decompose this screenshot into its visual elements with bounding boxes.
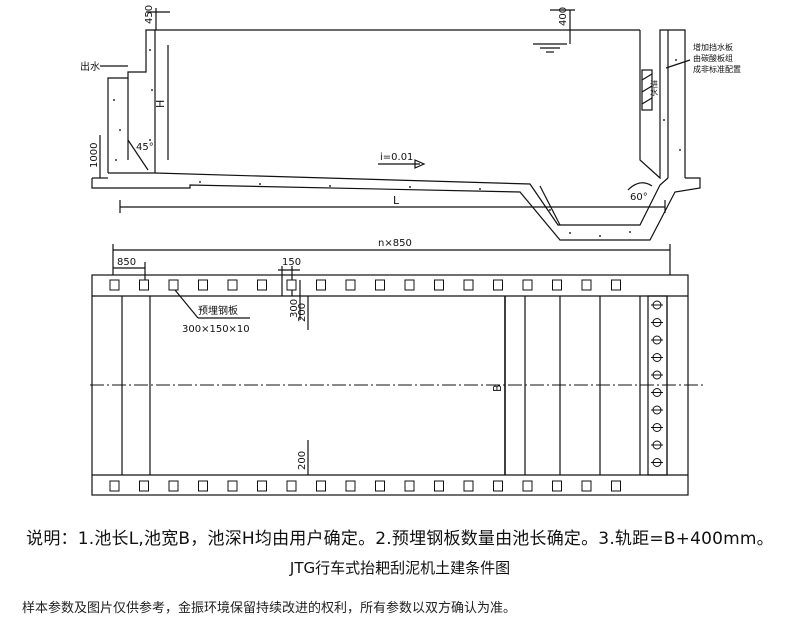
embedded-plate [522,279,533,291]
dim-400-label: 400 [558,7,569,26]
embedded-plate [168,279,179,291]
bottom-slab [91,177,701,241]
dim-B-label: B [491,384,504,392]
embedded-plate [522,480,533,492]
description-note: 说明：1.池长L,池宽B，池深H均由用户确定。2.预埋钢板数量由池长确定。3.轨… [26,529,774,549]
embedded-plate [286,279,297,291]
dim-1000-label: 1000 [89,143,100,168]
inlet-label: 进水 [650,80,659,96]
sludge-hopper [539,185,561,226]
baffle-hatch-2 [641,85,653,93]
embedded-plate [493,279,503,291]
chamfer-45 [127,139,149,171]
baffle-note-2: 由碳酸板组 [693,53,733,63]
embedded-plate [611,279,621,291]
embedded-plate [109,480,120,492]
embedded-plate [375,279,385,291]
inlet-baffle [641,69,653,111]
embedded-plate [168,480,179,492]
baffle-note-1: 增加挡水板 [693,42,733,52]
embedded-plate [139,480,149,492]
plate-size-label: 300×150×10 [182,324,250,335]
embedded-plate [198,279,208,291]
baffle-note-3: 成非标准配置 [693,64,741,74]
section-view [91,8,701,241]
embedded-plate [198,480,208,492]
left-wall [107,29,156,173]
plate-leader [174,289,199,319]
embedded-plate [463,480,474,492]
concrete-speckles [113,49,681,237]
embedded-plate [316,480,326,492]
embedded-plate [316,279,326,291]
embedded-plate [109,279,120,291]
slope-label: i=0.01 [380,152,413,163]
embedded-plate [493,480,503,492]
slope-arrowhead [414,159,426,169]
drawing-title: JTG行车式抬耙刮泥机土建条件图 [289,559,511,577]
dim-450-label: 450 [144,5,155,24]
baffle-hatch-3 [641,97,653,105]
dim-150-label: 150 [282,257,301,268]
embedded-plate [257,480,267,492]
embedded-plate [345,480,356,492]
embedded-plate [581,279,592,291]
note-leader [665,59,691,69]
embedded-plate [257,279,267,291]
embedded-plate [463,279,474,291]
footer-disclaimer: 样本参数及图片仅供参考，金振环境保留持续改进的权利，所有参数以双方确认为准。 [22,601,517,616]
embedded-plate [286,480,297,492]
inlet-channel [647,295,668,476]
embedded-plate [345,279,356,291]
dim-300-label: 300 [289,299,300,318]
plan-view [90,244,705,496]
dim-850-label: 850 [117,257,136,268]
angle-45-label: 45° [136,142,154,153]
inlet-holes [651,300,663,467]
right-wall [639,29,686,180]
baffle-hatch [641,73,653,81]
outlet-label: 出水 [80,60,100,73]
embedded-plate [404,480,415,492]
embedded-plate [404,279,415,291]
embedded-plate [139,279,149,291]
dim-nx850-label: n×850 [378,238,412,249]
dim-200-bottom-label: 200 [297,451,308,470]
dim-L-label: L [393,194,400,207]
angle-60-arc [627,182,653,191]
embedded-plate [552,279,562,291]
embedded-plate [552,480,562,492]
embedded-plate [611,480,621,492]
dim-H-label: H [154,100,167,108]
embedded-plate [434,279,444,291]
bottom-inner [108,172,669,226]
plate-label: 预埋钢板 [198,304,238,317]
civil-drawing: 450 400 H 1000 45° 出水 i=0.01 L 进水 60° 增加… [80,5,741,496]
angle-60-label: 60° [630,192,648,203]
embedded-plates [109,279,621,492]
embedded-plate [434,480,444,492]
embedded-plate [375,480,385,492]
embedded-plate [581,480,592,492]
dim-200-top-label: 200 [297,303,308,322]
embedded-plate [227,480,238,492]
embedded-plate [227,279,238,291]
